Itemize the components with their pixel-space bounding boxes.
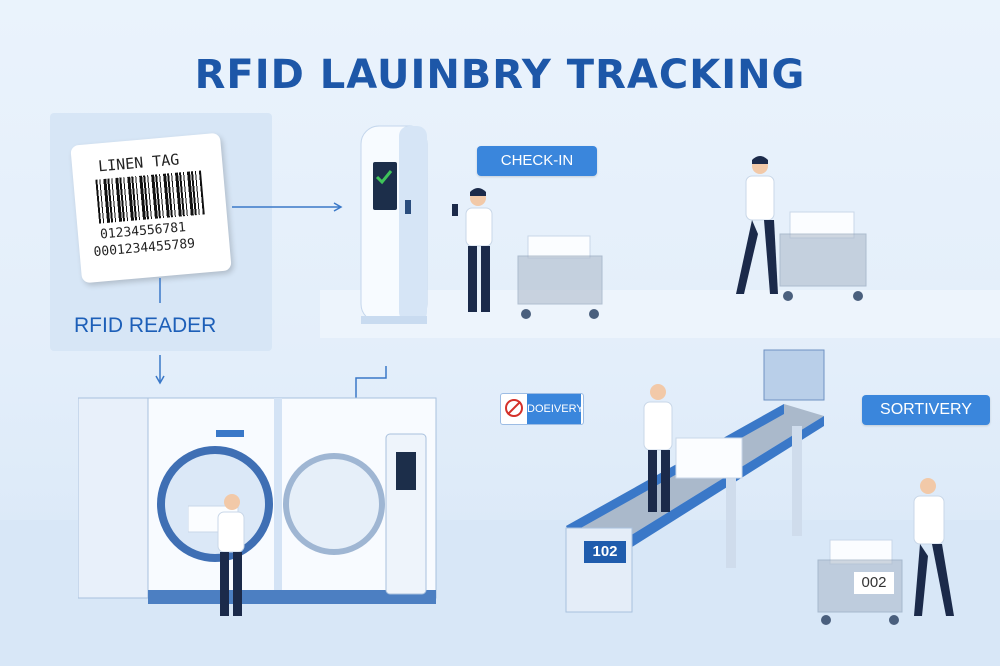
laundry-cart-checkin <box>517 235 603 319</box>
washer-cable <box>355 366 387 398</box>
delivery-text: DOEIVERY <box>527 394 584 424</box>
check-in-label: CHECK-IN <box>477 146 597 176</box>
delivery-label: DOEIVERY <box>500 393 584 425</box>
worker-sorting <box>643 384 743 512</box>
reader-to-washer-arrowhead <box>155 375 165 385</box>
page-title: RFID LAUINBRY TRACKING <box>194 52 806 98</box>
worker-bottom-right <box>913 478 954 616</box>
worker-pushing-cart <box>736 156 778 294</box>
checkin-kiosk <box>360 125 428 324</box>
cart-number-002: 002 <box>854 572 894 594</box>
bin-number-102: 102 <box>584 541 626 563</box>
tag-to-kiosk-arrowhead <box>333 202 343 212</box>
rfid-reader-label: RFID READER <box>74 314 217 337</box>
upper-floor <box>320 290 1000 338</box>
laundry-cart-top <box>779 211 867 301</box>
sortivery-label: SORTIVERY <box>862 395 990 425</box>
worker-loading-washer <box>188 494 245 616</box>
checkmark-icon <box>375 170 393 185</box>
worker-checkin <box>452 188 493 312</box>
no-entry-icon <box>505 399 523 417</box>
